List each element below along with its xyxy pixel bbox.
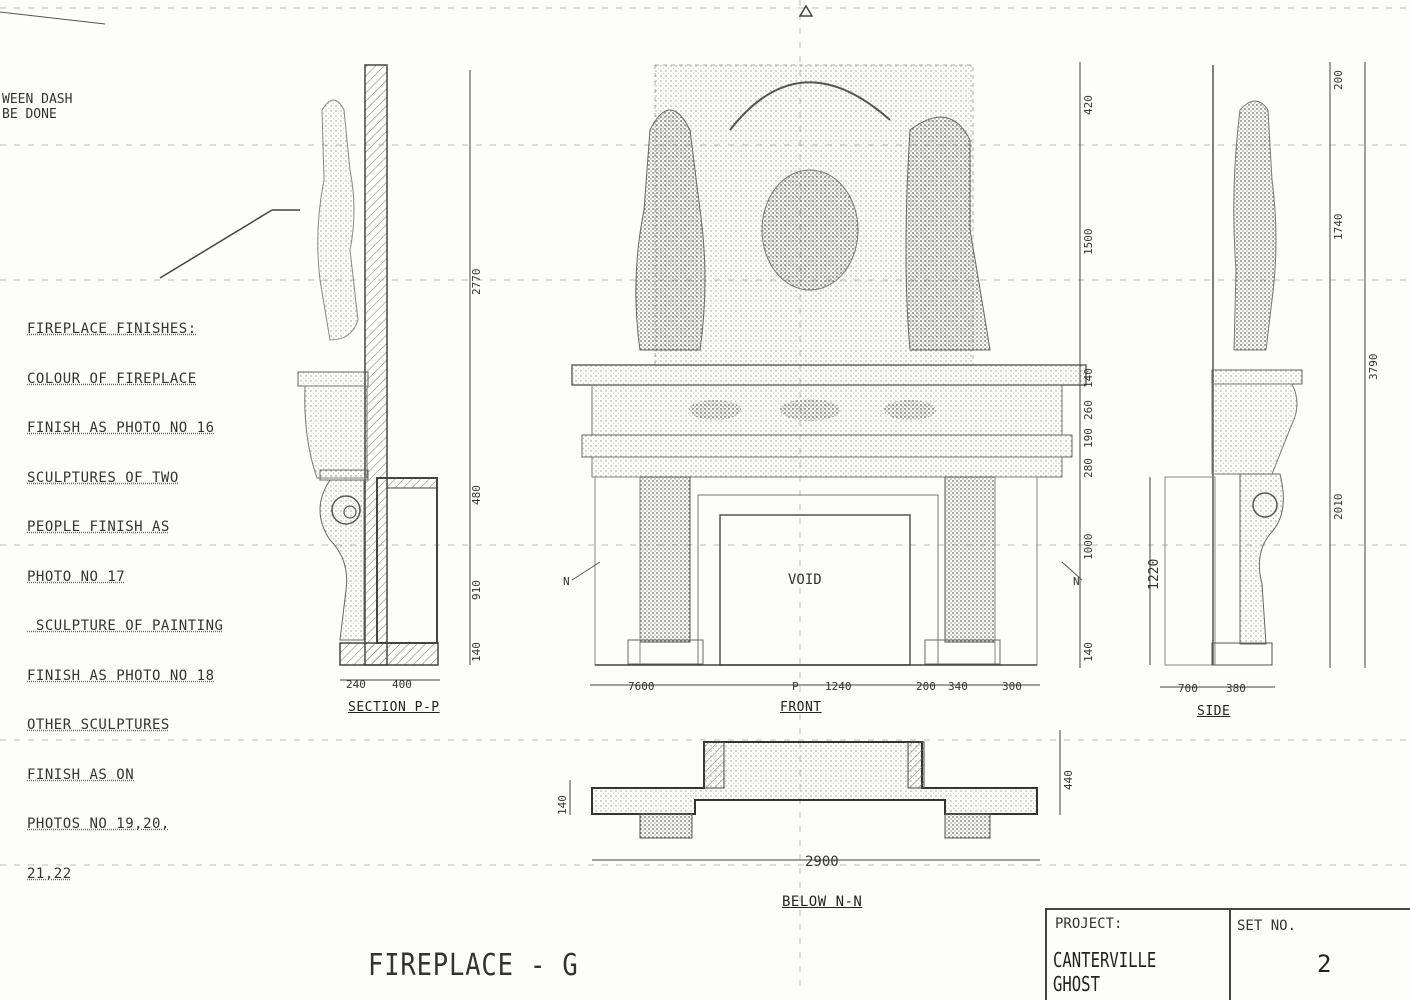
note-line-2: COLOUR OF FIREPLACE (27, 370, 197, 387)
top-marker-p (798, 4, 814, 17)
dim-front-h-e: 1000 (1082, 534, 1095, 561)
note-line-3: FINISH AS PHOTO NO 16 (27, 420, 215, 436)
dim-front-h-b: 260 (1082, 400, 1095, 420)
note-line-12: 21,22 (27, 865, 72, 882)
front-view: VOID 7600 P 1240 200 340 300 420 1500 14… (563, 62, 1095, 693)
section-view: 2770 480 910 140 240 400 (297, 64, 483, 691)
dim-front-w-r3: 300 (1002, 680, 1022, 693)
note-line-1: FIREPLACE FINISHES: (27, 321, 197, 337)
finishes-notes: FIREPLACE FINISHES: COLOUR OF FIREPLACE … (27, 288, 223, 899)
note-line-9: OTHER SCULPTURES (27, 717, 170, 733)
dim-front-w-void: 1240 (825, 680, 852, 693)
set-number: 2 (1317, 950, 1332, 978)
dim-section-lower: 910 (470, 580, 483, 600)
title-block: PROJECT: CANTERVILLE GHOST SET NO. 2 (1045, 908, 1410, 1000)
note-line-4: SCULPTURES OF TWO (27, 469, 179, 486)
set-label: SET NO. (1237, 918, 1297, 934)
dim-front-opening: 1220 (1147, 559, 1162, 590)
dim-side-w2: 380 (1226, 682, 1246, 695)
top-left-scrawl (0, 11, 106, 25)
below-caption: BELOW N-N (782, 894, 863, 910)
dim-front-w-r2: 340 (948, 680, 968, 693)
dim-side-total: 3790 (1367, 354, 1380, 381)
dim-plan-depth-right: 440 (1062, 770, 1075, 790)
dim-front-w-r1: 200 (916, 680, 936, 693)
note-line-11: PHOTOS NO 19,20, (27, 816, 170, 832)
dim-section-w2: 400 (392, 678, 412, 691)
note-line-8: FINISH AS PHOTO NO 18 (27, 667, 215, 684)
dim-side-lower: 2010 (1332, 494, 1345, 521)
plan-view: 440 140 2900 (556, 730, 1075, 870)
dim-front-h-d: 280 (1082, 458, 1095, 478)
section-caption: SECTION P-P (348, 700, 440, 715)
dim-side-mid: 1740 (1332, 214, 1345, 241)
top-note-line-1: WEEN DASH (2, 92, 73, 107)
project-name: CANTERVILLE GHOST (1053, 948, 1157, 996)
project-cell: PROJECT: CANTERVILLE GHOST (1047, 910, 1231, 1000)
dim-plan-width: 2900 (805, 854, 839, 870)
dim-front-w-left: 7600 (628, 680, 655, 693)
dim-section-upper: 480 (470, 485, 483, 505)
dim-section-height: 2770 (470, 269, 483, 296)
note-line-10: FINISH AS ON (27, 766, 135, 783)
notes-leader (159, 209, 273, 279)
side-view: 700 380 1220 200 1740 2010 3790 (1147, 62, 1380, 695)
dim-front-h-f: 140 (1082, 642, 1095, 662)
side-caption: SIDE (1197, 704, 1231, 719)
dim-front-marker-p: P (792, 680, 799, 693)
note-line-6: PHOTO NO 17 (27, 568, 126, 585)
note-line-5: PEOPLE FINISH AS (27, 519, 170, 535)
dim-plan-depth-left: 140 (556, 795, 569, 815)
void-label: VOID (788, 572, 822, 588)
dim-front-h-top: 420 (1082, 95, 1095, 115)
note-line-7: SCULPTURE OF PAINTING (27, 618, 224, 634)
dim-side-top: 200 (1332, 70, 1345, 90)
set-cell: SET NO. 2 (1231, 910, 1410, 1000)
dim-front-h-mid: 1500 (1082, 229, 1095, 256)
dim-front-h-a: 140 (1082, 368, 1095, 388)
dim-front-h-c: 190 (1082, 428, 1095, 448)
project-label: PROJECT: (1055, 916, 1123, 932)
front-caption: FRONT (780, 700, 822, 715)
top-left-note: WEEN DASH BE DONE (2, 92, 72, 122)
dim-side-w1: 700 (1178, 682, 1198, 695)
dim-section-w1: 240 (346, 678, 366, 691)
marker-n-left: N (563, 575, 570, 588)
drawing-title: FIREPLACE - G (368, 948, 579, 983)
marker-n-right: N (1073, 575, 1080, 588)
top-note-line-2: BE DONE (2, 107, 57, 122)
dim-section-base: 140 (470, 642, 483, 662)
